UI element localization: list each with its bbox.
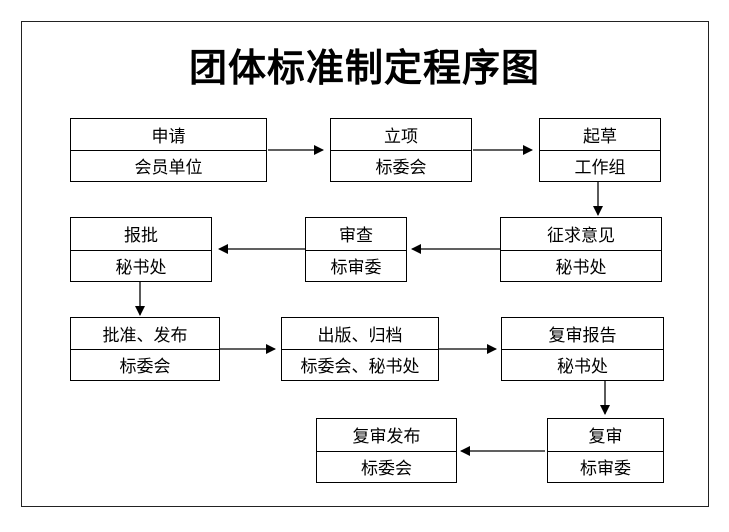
node-rerelease-title: 复审发布 — [317, 419, 456, 452]
node-draft: 起草 工作组 — [539, 118, 661, 182]
node-reexamine-owner: 标审委 — [580, 458, 631, 479]
node-apply-title: 申请 — [71, 119, 266, 151]
node-approve-owner: 标委会 — [375, 158, 427, 178]
node-submit-owner: 秘书处 — [115, 257, 167, 278]
node-ratify: 批准、发布 标委会 — [70, 317, 220, 381]
node-rerelease-owner: 标委会 — [361, 458, 412, 479]
node-submit-title: 报批 — [71, 218, 211, 251]
node-draft-title: 起草 — [540, 119, 660, 151]
node-comments: 征求意见 秘书处 — [500, 217, 662, 282]
node-apply: 申请 会员单位 — [70, 118, 267, 182]
node-review: 审查 标审委 — [305, 217, 407, 282]
node-rereport: 复审报告 秘书处 — [501, 317, 664, 381]
node-approve-title: 立项 — [331, 119, 471, 151]
node-comments-owner: 秘书处 — [555, 257, 607, 278]
node-publish: 出版、归档 标委会、秘书处 — [281, 317, 439, 381]
node-reexamine: 复审 标审委 — [547, 418, 664, 483]
node-reexamine-title: 复审 — [548, 419, 663, 452]
node-draft-owner: 工作组 — [574, 158, 626, 178]
node-ratify-title: 批准、发布 — [71, 318, 219, 350]
diagram-frame — [21, 21, 709, 507]
node-comments-title: 征求意见 — [501, 218, 661, 251]
node-rereport-title: 复审报告 — [502, 318, 663, 350]
node-rerelease: 复审发布 标委会 — [316, 418, 457, 483]
node-submit: 报批 秘书处 — [70, 217, 212, 282]
diagram-title: 团体标准制定程序图 — [188, 45, 540, 90]
node-review-owner: 标审委 — [330, 257, 382, 278]
node-approve: 立项 标委会 — [330, 118, 472, 182]
node-ratify-owner: 标委会 — [119, 357, 171, 377]
node-publish-owner: 标委会、秘书处 — [300, 357, 420, 377]
node-publish-title: 出版、归档 — [282, 318, 438, 350]
node-review-title: 审查 — [306, 218, 406, 251]
node-rereport-owner: 秘书处 — [557, 357, 608, 377]
node-apply-owner: 会员单位 — [134, 158, 203, 178]
